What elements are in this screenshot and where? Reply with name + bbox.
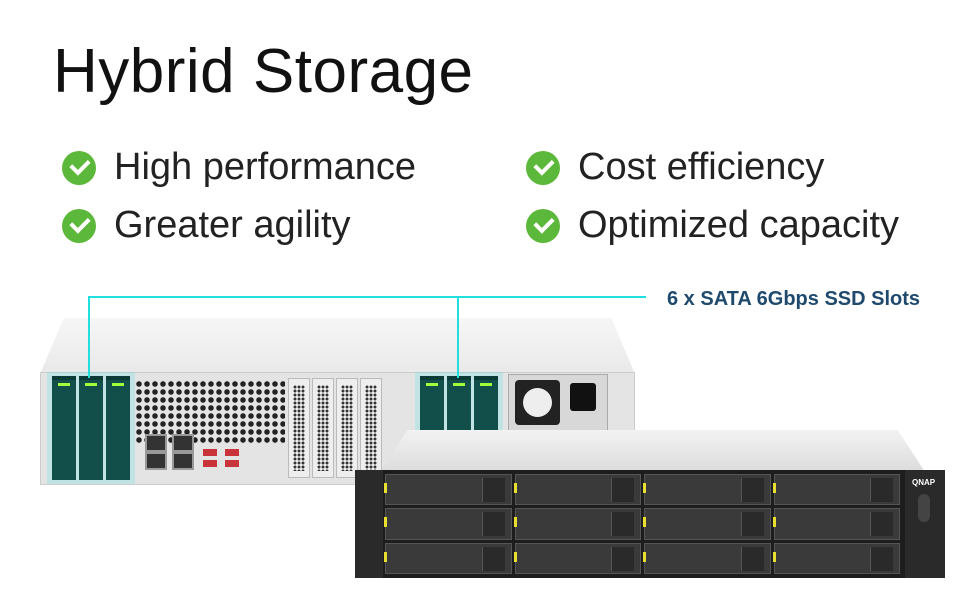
drive-bay bbox=[772, 508, 900, 540]
drive-bay bbox=[772, 474, 900, 506]
drive-bay bbox=[772, 542, 900, 574]
callout-label: 6 x SATA 6Gbps SSD Slots bbox=[667, 288, 921, 310]
feature-item: High performance bbox=[62, 146, 416, 189]
pcie-slot bbox=[336, 378, 358, 478]
pcie-slot bbox=[288, 378, 310, 478]
drive-bay bbox=[513, 542, 641, 574]
check-circle-icon bbox=[526, 208, 560, 243]
usb-port bbox=[225, 460, 239, 467]
feature-label: Greater agility bbox=[114, 204, 351, 246]
callout-line bbox=[88, 296, 646, 298]
rack-ear bbox=[905, 470, 945, 578]
ssd-slot-group-left bbox=[47, 372, 135, 484]
drive-bay bbox=[513, 508, 641, 540]
feature-label: Optimized capacity bbox=[578, 204, 900, 246]
front-chassis-top bbox=[380, 430, 925, 472]
drive-bay bbox=[384, 542, 512, 574]
drive-bay bbox=[384, 508, 512, 540]
drive-bay bbox=[513, 474, 641, 506]
page-title: Hybrid Storage bbox=[53, 37, 474, 106]
rear-chassis-top bbox=[40, 318, 635, 374]
feature-label: Cost efficiency bbox=[578, 146, 825, 188]
usb-port bbox=[203, 460, 217, 467]
callout-line bbox=[88, 296, 90, 378]
pcie-slot bbox=[312, 378, 334, 478]
power-button bbox=[918, 494, 930, 522]
callout-line bbox=[457, 296, 459, 378]
power-socket bbox=[570, 383, 596, 411]
feature-item: Cost efficiency bbox=[526, 146, 824, 189]
rack-ear bbox=[355, 470, 383, 578]
brand-logo: QNAP bbox=[912, 478, 936, 487]
ethernet-port bbox=[145, 452, 167, 470]
drive-bay bbox=[643, 508, 771, 540]
feature-item: Optimized capacity bbox=[526, 204, 899, 247]
feature-item: Greater agility bbox=[62, 204, 351, 247]
drive-bay bbox=[384, 474, 512, 506]
ethernet-port bbox=[172, 434, 194, 452]
usb-port bbox=[225, 449, 239, 456]
usb-port bbox=[203, 449, 217, 456]
ssd-slot bbox=[52, 376, 76, 480]
check-circle-icon bbox=[526, 150, 560, 185]
fan-icon bbox=[515, 380, 560, 425]
drive-bays bbox=[384, 474, 900, 574]
ssd-slot bbox=[79, 376, 103, 480]
ethernet-port bbox=[172, 452, 194, 470]
drive-bay bbox=[643, 542, 771, 574]
ssd-slot bbox=[106, 376, 130, 480]
pcie-slot bbox=[360, 378, 382, 478]
ethernet-port bbox=[145, 434, 167, 452]
check-circle-icon bbox=[62, 150, 96, 185]
feature-label: High performance bbox=[114, 146, 417, 188]
check-circle-icon bbox=[62, 208, 96, 243]
drive-bay bbox=[643, 474, 771, 506]
